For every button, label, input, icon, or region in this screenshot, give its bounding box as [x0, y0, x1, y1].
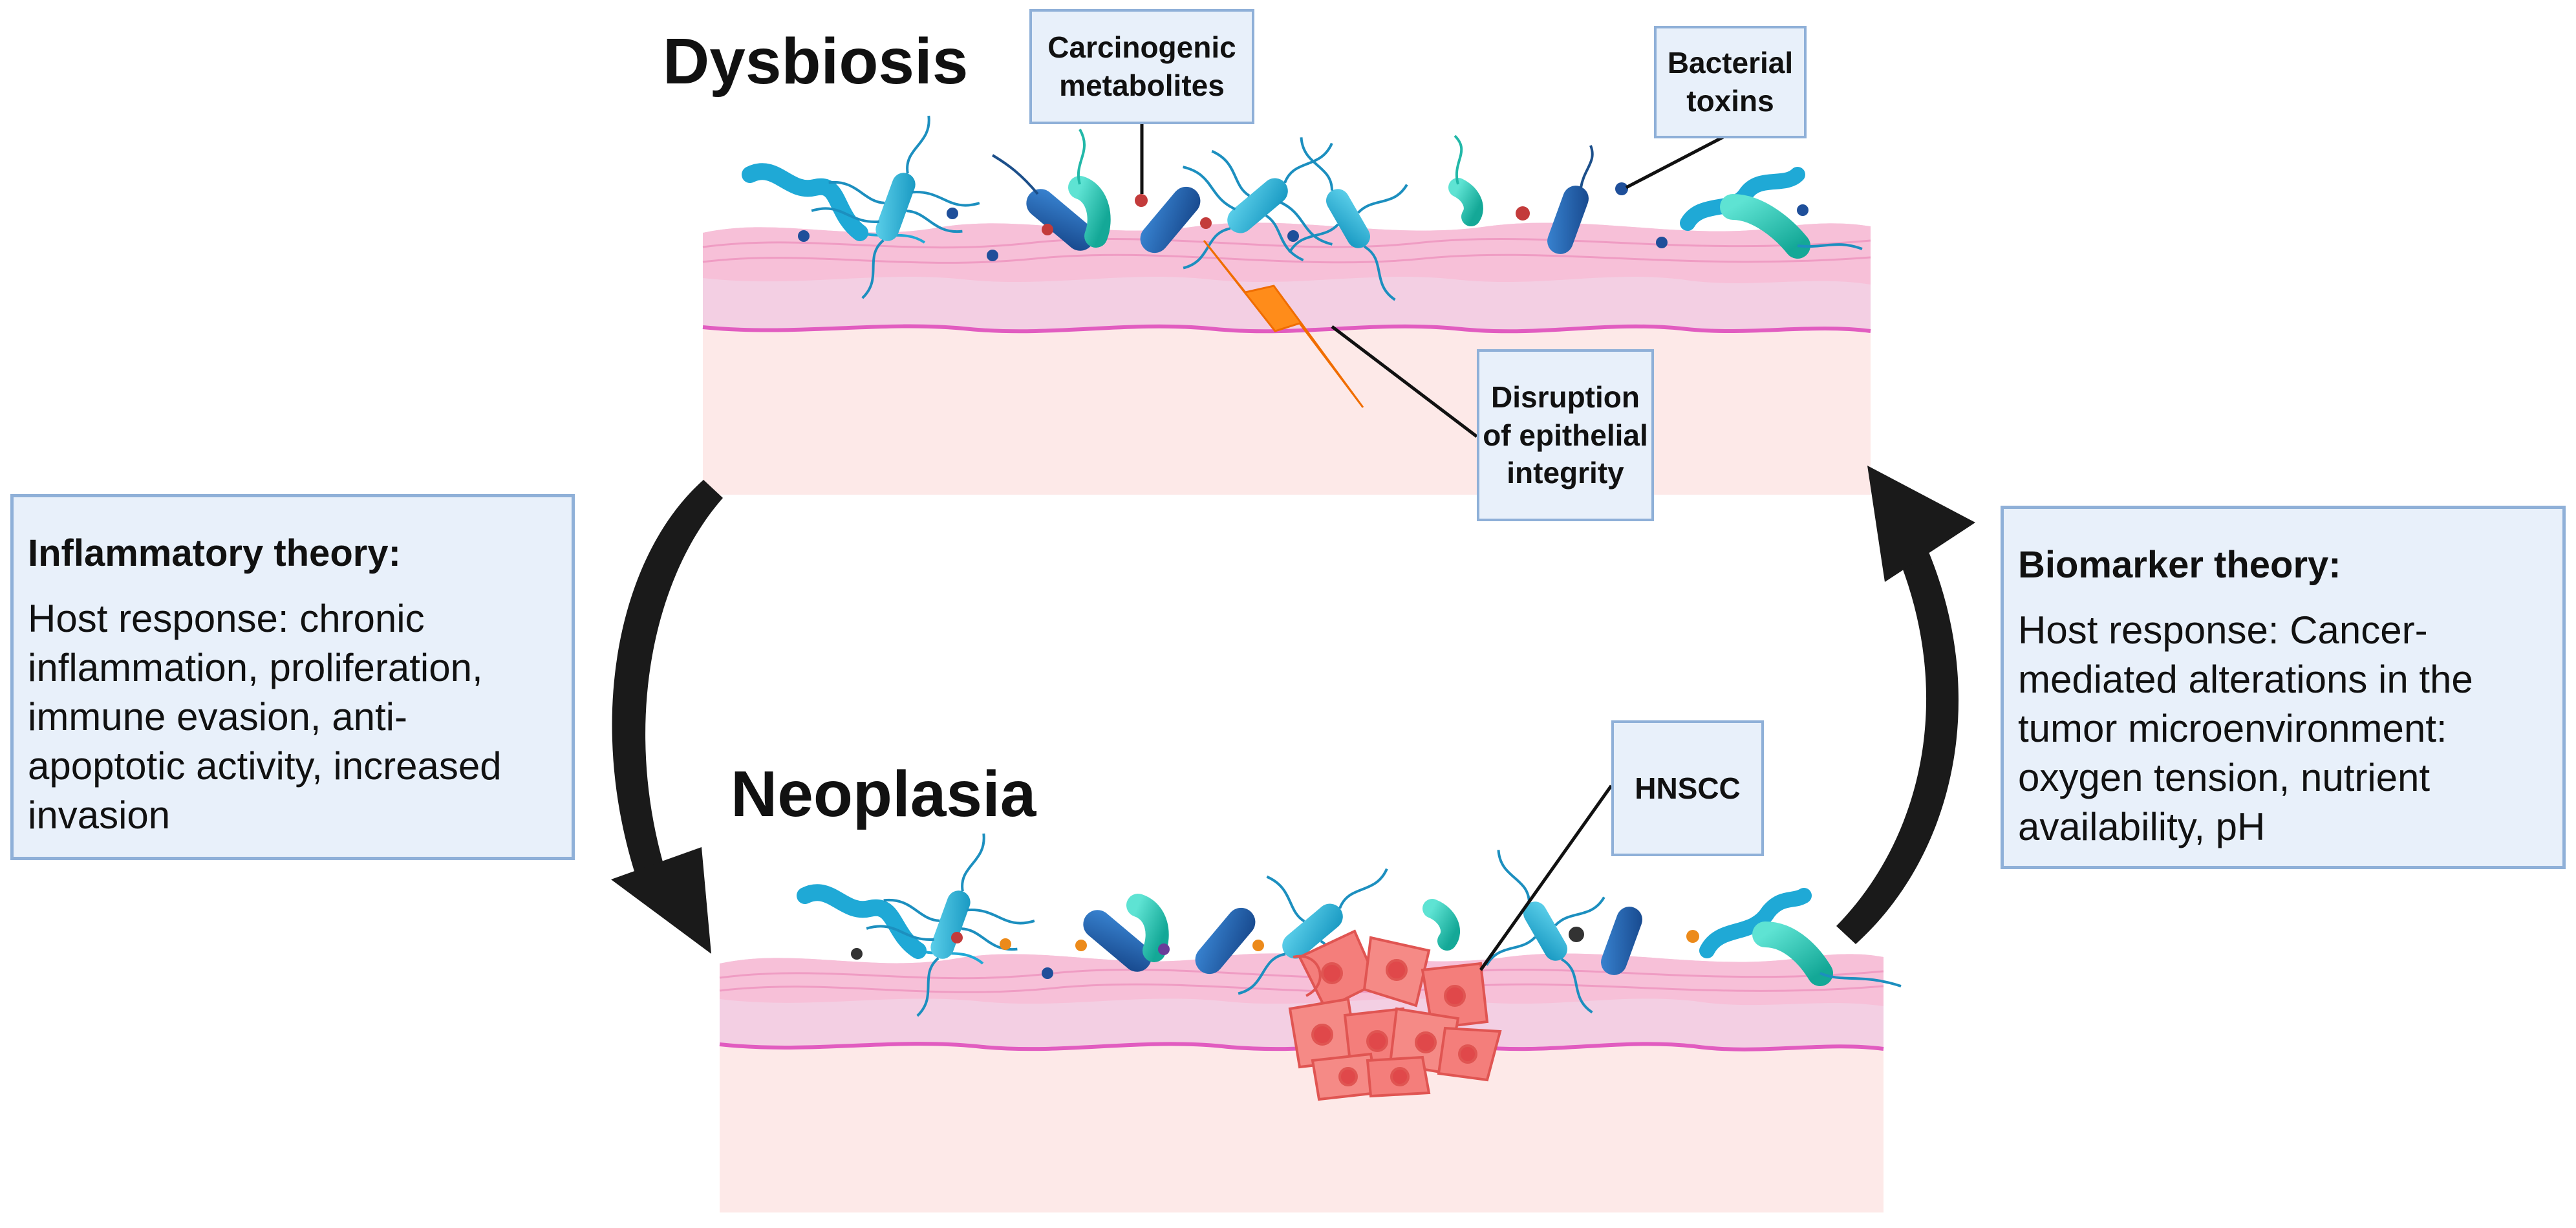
metabolite-dot — [1287, 230, 1299, 242]
neoplasia-tissue — [719, 953, 1884, 1212]
spirochete-bacterium — [1680, 167, 1805, 231]
metabolite-dot — [1516, 206, 1530, 221]
curved-bacterium — [1068, 176, 1111, 248]
metabolite-dot — [1158, 943, 1170, 955]
inflammatory-theory-title: Inflammatory theory: — [28, 532, 401, 574]
down-cycle-arrow — [612, 480, 723, 879]
metabolite-dot — [1686, 930, 1699, 943]
biomarker-theory-title: Biomarker theory: — [2018, 544, 2341, 586]
metabolite-dot — [1135, 194, 1148, 207]
toxins-leader-line — [1625, 135, 1724, 189]
inflammatory-theory-text: Host response: chronic inflammation, pro… — [28, 596, 502, 837]
lightning-bolt-icon — [1203, 240, 1364, 408]
dysbiosis-tissue — [702, 222, 1871, 495]
metabolite-dot — [798, 230, 810, 242]
metabolite-dot — [1569, 927, 1584, 942]
curved-bacterium — [1448, 178, 1483, 226]
dysbiosis-basement-line — [702, 324, 1871, 334]
metabolite-dot — [987, 250, 998, 261]
dysbiosis-title: Dysbiosis — [663, 25, 969, 98]
biomarker-theory-box: Biomarker theory: Host response: Cancer-… — [2001, 506, 2566, 869]
metabolite-dot — [1042, 224, 1053, 235]
neoplasia-title: Neoplasia — [731, 758, 1036, 830]
neoplasia-epithelium — [720, 953, 1884, 1006]
neoplasia-bacteria — [797, 833, 1902, 1017]
epithelial-disruption-label: Disruption of epithelial integrity — [1477, 349, 1654, 521]
rod-bacterium — [1140, 186, 1201, 253]
metabolite-dot — [951, 932, 963, 943]
hnscc-leader-line — [1479, 784, 1613, 971]
metabolite-dot — [1656, 237, 1668, 248]
dysbiosis-epithelium — [703, 222, 1871, 285]
rod-bacterium — [1026, 189, 1095, 251]
carcinogenic-metabolites-label: Carcinogenic metabolites — [1029, 9, 1254, 124]
flagellated-bacterium — [866, 833, 1035, 1017]
curved-bacterium — [1422, 899, 1460, 951]
metabolite-dot — [1000, 938, 1011, 950]
rod-bacterium — [1547, 186, 1589, 254]
up-cycle-arrow — [1836, 540, 1959, 944]
flagellated-bacterium — [1183, 142, 1333, 270]
rod-bacterium — [1601, 907, 1642, 975]
hnscc-label: HNSCC — [1611, 720, 1764, 856]
down-cycle-arrowhead — [611, 847, 711, 954]
metabolite-dot — [1075, 940, 1087, 951]
metabolite-dot — [1615, 182, 1628, 195]
curved-bacterium — [1126, 894, 1169, 962]
curved-bacterium — [1752, 921, 1833, 986]
dysbiosis-bacteria — [742, 115, 1863, 301]
tumor-cell-cluster — [1288, 929, 1502, 1101]
up-cycle-arrowhead — [1867, 466, 1975, 582]
flagellated-bacterium — [1238, 868, 1388, 995]
rod-bacterium — [1083, 910, 1152, 972]
disruption-leader-line — [1331, 325, 1478, 438]
metabolite-dot — [1797, 204, 1809, 216]
metabolite-dot — [851, 948, 863, 960]
flagellated-bacterium — [1288, 137, 1408, 301]
inflammatory-theory-box: Inflammatory theory: Host response: chro… — [10, 494, 575, 860]
curved-bacterium — [1720, 194, 1810, 259]
flagellated-bacterium — [811, 115, 980, 299]
spirochete-bacterium — [1699, 888, 1812, 958]
bacterial-toxins-label: Bacterial toxins — [1654, 26, 1807, 138]
biomarker-theory-text: Host response: Cancer-mediated alteratio… — [2018, 608, 2473, 849]
metabolite-dot — [947, 208, 958, 219]
metabolite-dot — [1252, 940, 1264, 951]
metabolite-dot — [1042, 967, 1053, 979]
metabolite-dot — [1200, 217, 1212, 229]
rod-bacterium — [1195, 907, 1256, 975]
spirochete-bacterium — [742, 163, 868, 241]
flagellated-bacterium — [1485, 850, 1605, 1014]
